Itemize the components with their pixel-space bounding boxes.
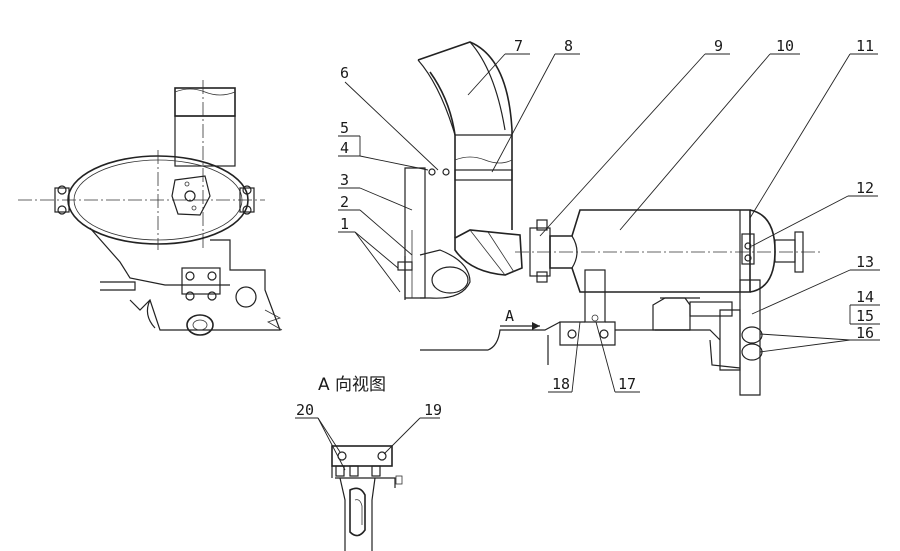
callout-12: 12	[856, 179, 874, 197]
view-arrow-label: A	[505, 307, 514, 325]
callout-7: 7	[514, 37, 523, 55]
callout-3: 3	[340, 171, 349, 189]
callout-6: 6	[340, 64, 349, 82]
callout-19: 19	[424, 401, 442, 419]
callout-9: 9	[714, 37, 723, 55]
callout-17: 17	[618, 375, 636, 393]
callout-8: 8	[564, 37, 573, 55]
callout-20: 20	[296, 401, 314, 419]
callout-numbers: 1 2 3 4 5 6 7 8 9 10 11 12 13 14 15 16 1…	[296, 37, 874, 419]
callout-10: 10	[776, 37, 794, 55]
main-view	[397, 41, 820, 396]
callout-13: 13	[856, 253, 874, 271]
callout-18: 18	[552, 375, 570, 393]
a-view-caption: A 向视图	[318, 375, 386, 395]
callout-14: 14	[856, 288, 874, 306]
callout-11: 11	[856, 37, 874, 55]
callout-4: 4	[340, 139, 349, 157]
leader-lines	[295, 53, 880, 471]
side-view	[18, 80, 283, 336]
callout-15: 15	[856, 307, 874, 325]
callout-1: 1	[340, 215, 349, 233]
callout-5: 5	[340, 119, 349, 137]
callout-2: 2	[340, 193, 349, 211]
a-direction-view	[331, 445, 403, 551]
callout-16: 16	[856, 324, 874, 342]
